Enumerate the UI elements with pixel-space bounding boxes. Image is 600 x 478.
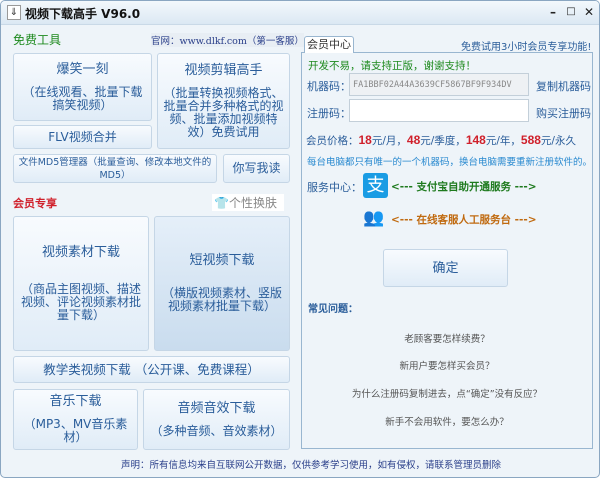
machine-code-label: 机器码：: [307, 80, 351, 93]
faq-label: 常见问题：: [308, 304, 358, 315]
button-desc: （MP3、MV音乐素材）: [23, 417, 128, 444]
button-title: FLV视频合并: [48, 129, 117, 144]
price-unit: 元/永久: [540, 135, 576, 147]
price-label: 会员价格：: [306, 135, 359, 147]
faq-item[interactable]: 为什么注册码复制进去，点“确定”没有反应？: [351, 389, 543, 400]
price-row: 会员价格：18元/月，48元/季度，148元/年，588元/永久: [306, 133, 576, 148]
shirt-icon: 👕: [214, 196, 229, 210]
buy-reg-code-link[interactable]: 购买注册码: [536, 107, 591, 120]
price-unit: 元/季度，: [420, 135, 466, 147]
material-video-button[interactable]: 视频素材下载 （商品主图视频、描述视频、评论视频素材批量下载）: [13, 216, 149, 351]
button-desc: （商品主图视频、描述视频、评论视频素材批量下载）: [20, 281, 141, 322]
text-to-speech-button[interactable]: 你写我读: [223, 154, 290, 183]
md5-manager-button[interactable]: 文件MD5管理器（批量查询、修改本地文件的MD5）: [13, 154, 217, 183]
faq-item[interactable]: 新用户要怎样买会员？: [399, 361, 495, 372]
price-unit: 元/月，: [371, 135, 407, 147]
button-title: 视频素材下载: [41, 244, 120, 260]
button-title: 爆笑一刻: [56, 61, 109, 77]
button-title: 确定: [432, 260, 459, 276]
customer-service-icon[interactable]: 👥: [363, 208, 385, 228]
member-heading: 会员专享: [13, 197, 57, 210]
confirm-button[interactable]: 确定: [383, 249, 508, 287]
button-desc: （在线观看、批量下载搞笑视频）: [22, 84, 143, 112]
course-video-button[interactable]: 教学类视频下载 （公开课、免费课程）: [13, 356, 290, 383]
price-amount: 588: [520, 133, 541, 147]
price-unit: 元/年，: [485, 135, 521, 147]
free-tools-heading: 免费工具: [13, 33, 62, 47]
button-desc: （多种音频、音效素材）: [150, 423, 283, 438]
funny-video-button[interactable]: 爆笑一刻 （在线观看、批量下载搞笑视频）: [13, 53, 152, 121]
tab-member-center[interactable]: 会员中心: [304, 36, 354, 53]
reg-code-input[interactable]: [349, 99, 529, 122]
button-title: 音乐下载: [49, 394, 102, 409]
download-arrow-icon: ⇓: [7, 5, 21, 20]
close-button[interactable]: ✕: [583, 5, 595, 19]
support-text: 开发不易，请支持正版，谢谢支持！: [308, 60, 476, 72]
button-title: 音频音效下载: [177, 400, 256, 416]
title-bar: ⇓ 视频下载高手 V96.0 – □ ✕: [1, 1, 599, 25]
button-title: 教学类视频下载 （公开课、免费课程）: [43, 362, 260, 377]
machine-code-field[interactable]: FA1BBF02A44A3639CF5867BF9F934DV: [349, 73, 529, 96]
audio-effects-button[interactable]: 音频音效下载 （多种音频、音效素材）: [143, 389, 290, 450]
price-amount: 48: [406, 133, 421, 147]
button-title: 视频剪辑高手: [184, 62, 263, 78]
button-title: 短视频下载: [189, 253, 255, 268]
alipay-icon[interactable]: 支: [363, 173, 388, 198]
price-amount: 18: [358, 133, 372, 147]
button-desc: （横版视频素材、竖版视频素材批量下载）: [161, 286, 282, 313]
reg-code-label: 注册码：: [307, 107, 351, 120]
online-service-link[interactable]: <--- 在线客服人工服务台 --->: [391, 214, 537, 226]
button-title: 文件MD5管理器（批量查询、修改本地文件的MD5）: [18, 156, 212, 181]
button-title: 你写我读: [232, 161, 281, 175]
faq-item[interactable]: 老顾客要怎样续费？: [404, 334, 490, 345]
skin-label: 个性换肤: [228, 196, 277, 210]
flv-merge-button[interactable]: FLV视频合并: [13, 125, 152, 149]
video-editor-button[interactable]: 视频剪辑高手 （批量转换视频格式、批量合并多种格式的视频、批量添加视频特效）免费…: [157, 53, 290, 149]
price-amount: 148: [465, 133, 486, 147]
copy-machine-code-link[interactable]: 复制机器码: [536, 80, 591, 93]
skin-button[interactable]: 👕个性换肤: [212, 194, 284, 211]
trial-link[interactable]: 免费试用3小时会员专享功能!: [461, 42, 592, 53]
machine-code-note: 每台电脑都只有唯一的一个机器码，换台电脑需要重新注册软件的。: [307, 157, 593, 168]
minimize-button[interactable]: –: [550, 5, 556, 19]
button-desc: （批量转换视频格式、批量合并多种格式的视频、批量添加视频特效）免费试用: [163, 85, 284, 139]
alipay-service-link[interactable]: <--- 支付宝自助开通服务 --->: [391, 181, 537, 193]
disclaimer: 声明：所有信息均来自互联网公开数据，仅供参考学习使用，如有侵权，请联系管理员删除: [121, 460, 502, 471]
website-link[interactable]: 官网：www.dlkf.com（第一客服）: [151, 33, 304, 47]
faq-item[interactable]: 新手不会用软件，要怎么办？: [385, 417, 509, 428]
window-title: 视频下载高手 V96.0: [25, 7, 141, 21]
short-video-button[interactable]: 短视频下载 （横版视频素材、竖版视频素材批量下载）: [154, 216, 290, 351]
music-download-button[interactable]: 音乐下载 （MP3、MV音乐素材）: [13, 389, 138, 450]
maximize-button[interactable]: □: [566, 6, 576, 17]
service-label: 服务中心：: [307, 181, 362, 194]
